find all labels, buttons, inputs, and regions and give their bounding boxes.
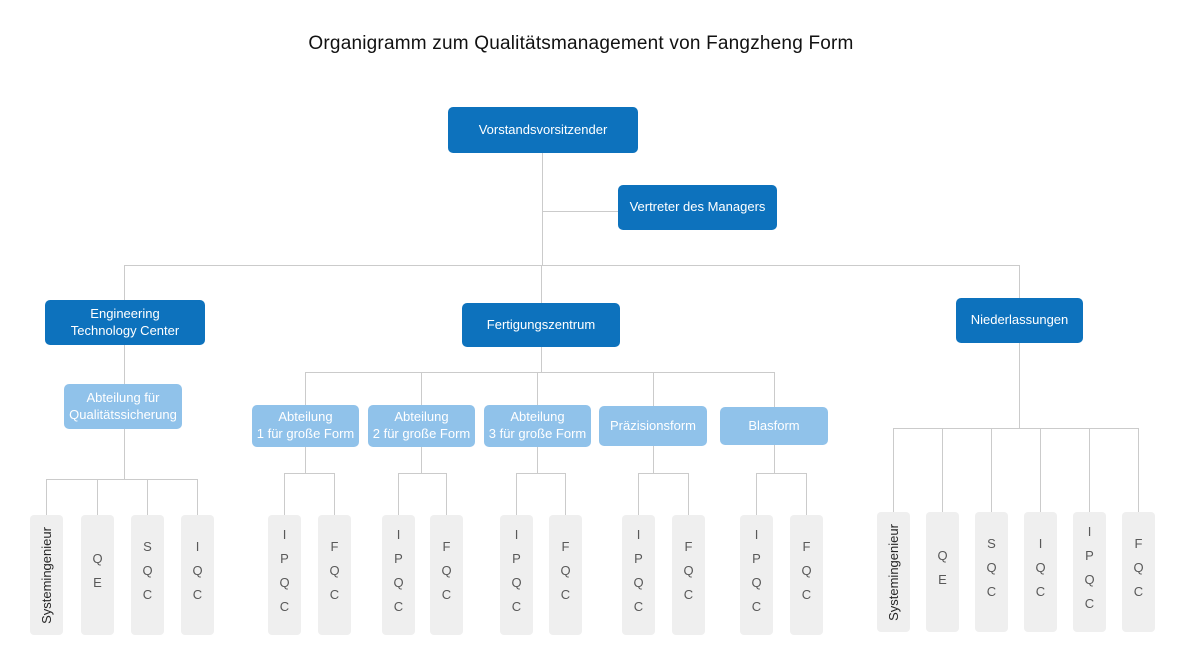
leaf-precision-fqc: FQC: [672, 515, 705, 635]
leaf-label: IPQC: [1082, 524, 1097, 620]
leaf-label: IPQC: [277, 527, 292, 623]
connector-line: [688, 473, 689, 515]
connector-line: [1040, 428, 1041, 512]
connector-line: [284, 473, 285, 515]
connector-line: [398, 473, 399, 515]
leaf-dept1-fqc: FQC: [318, 515, 351, 635]
leaf-label: IPQC: [631, 527, 646, 623]
leaf-label: SQC: [984, 536, 999, 608]
connector-line: [97, 479, 98, 515]
node-niederlassungen: Niederlassungen: [956, 298, 1083, 343]
node-abteilung-2: Abteilung 2 für große Form: [368, 405, 475, 447]
connector-line: [537, 447, 538, 473]
leaf-label: IPQC: [509, 527, 524, 623]
leaf-blow-ipqc: IPQC: [740, 515, 773, 635]
connector-line: [147, 479, 148, 515]
connector-line: [991, 428, 992, 512]
leaf-label: IQC: [190, 539, 205, 611]
leaf-label: Systemingenieur: [39, 526, 55, 624]
leaf-label: QE: [935, 548, 950, 596]
connector-line: [334, 473, 335, 515]
node-blasform: Blasform: [720, 407, 828, 445]
connector-line: [446, 473, 447, 515]
connector-line: [756, 473, 757, 515]
leaf-dept3-fqc: FQC: [549, 515, 582, 635]
node-praezisionsform: Präzisionsform: [599, 406, 707, 446]
node-abteilung-3: Abteilung 3 für große Form: [484, 405, 591, 447]
connector-line: [305, 372, 306, 405]
connector-line: [942, 428, 943, 512]
leaf-precision-ipqc: IPQC: [622, 515, 655, 635]
connector-line: [398, 473, 447, 474]
leaf-branches-iqc: IQC: [1024, 512, 1057, 632]
connector-line: [124, 265, 125, 300]
leaf-branches-qe: QE: [926, 512, 959, 632]
leaf-branches-sqc: SQC: [975, 512, 1008, 632]
leaf-label: FQC: [558, 539, 573, 611]
leaf-label: FQC: [439, 539, 454, 611]
leaf-label: IPQC: [749, 527, 764, 623]
connector-line: [305, 372, 775, 373]
chart-title: Organigramm zum Qualitätsmanagement von …: [308, 33, 854, 54]
connector-line: [516, 473, 566, 474]
leaf-dept1-ipqc: IPQC: [268, 515, 301, 635]
connector-line: [46, 479, 47, 515]
leaf-blow-fqc: FQC: [790, 515, 823, 635]
leaf-label: QE: [90, 551, 105, 599]
leaf-label: IQC: [1033, 536, 1048, 608]
node-fertigungszentrum: Fertigungszentrum: [462, 303, 620, 347]
connector-line: [638, 473, 689, 474]
leaf-qa-iqc: IQC: [181, 515, 214, 635]
connector-line: [542, 153, 543, 265]
connector-line: [806, 473, 807, 515]
leaf-dept3-ipqc: IPQC: [500, 515, 533, 635]
leaf-qa-systemingenieur: Systemingenieur: [30, 515, 63, 635]
leaf-label: FQC: [327, 539, 342, 611]
node-abteilung-qualitaetssicherung: Abteilung für Qualitätssicherung: [64, 384, 182, 429]
leaf-branches-systemingenieur: Systemingenieur: [877, 512, 910, 632]
connector-line: [774, 372, 775, 407]
connector-line: [1019, 343, 1020, 428]
leaf-label: Systemingenieur: [886, 523, 902, 621]
connector-line: [197, 479, 198, 515]
connector-line: [565, 473, 566, 515]
leaf-branches-fqc: FQC: [1122, 512, 1155, 632]
connector-line: [774, 445, 775, 473]
connector-line: [421, 447, 422, 473]
connector-line: [1089, 428, 1090, 512]
connector-line: [653, 372, 654, 406]
connector-line: [516, 473, 517, 515]
leaf-label: SQC: [140, 539, 155, 611]
connector-line: [124, 265, 1020, 266]
node-engineering-technology-center: Engineering Technology Center: [45, 300, 205, 345]
connector-line: [542, 211, 618, 212]
connector-line: [653, 446, 654, 473]
connector-line: [638, 473, 639, 515]
node-vertreter-des-managers: Vertreter des Managers: [618, 185, 777, 230]
connector-line: [46, 479, 198, 480]
leaf-dept2-ipqc: IPQC: [382, 515, 415, 635]
connector-line: [893, 428, 1139, 429]
connector-line: [1019, 265, 1020, 298]
leaf-label: IPQC: [391, 527, 406, 623]
node-vorstandsvorsitzender: Vorstandsvorsitzender: [448, 107, 638, 153]
connector-line: [284, 473, 335, 474]
connector-line: [756, 473, 807, 474]
leaf-label: FQC: [1131, 536, 1146, 608]
connector-line: [893, 428, 894, 512]
leaf-label: FQC: [799, 539, 814, 611]
connector-line: [541, 265, 542, 303]
connector-line: [541, 347, 542, 372]
leaf-label: FQC: [681, 539, 696, 611]
leaf-qa-sqc: SQC: [131, 515, 164, 635]
connector-line: [305, 447, 306, 473]
leaf-branches-ipqc: IPQC: [1073, 512, 1106, 632]
leaf-qa-qe: QE: [81, 515, 114, 635]
connector-line: [421, 372, 422, 405]
leaf-dept2-fqc: FQC: [430, 515, 463, 635]
connector-line: [1138, 428, 1139, 512]
connector-line: [537, 372, 538, 405]
node-abteilung-1: Abteilung 1 für große Form: [252, 405, 359, 447]
